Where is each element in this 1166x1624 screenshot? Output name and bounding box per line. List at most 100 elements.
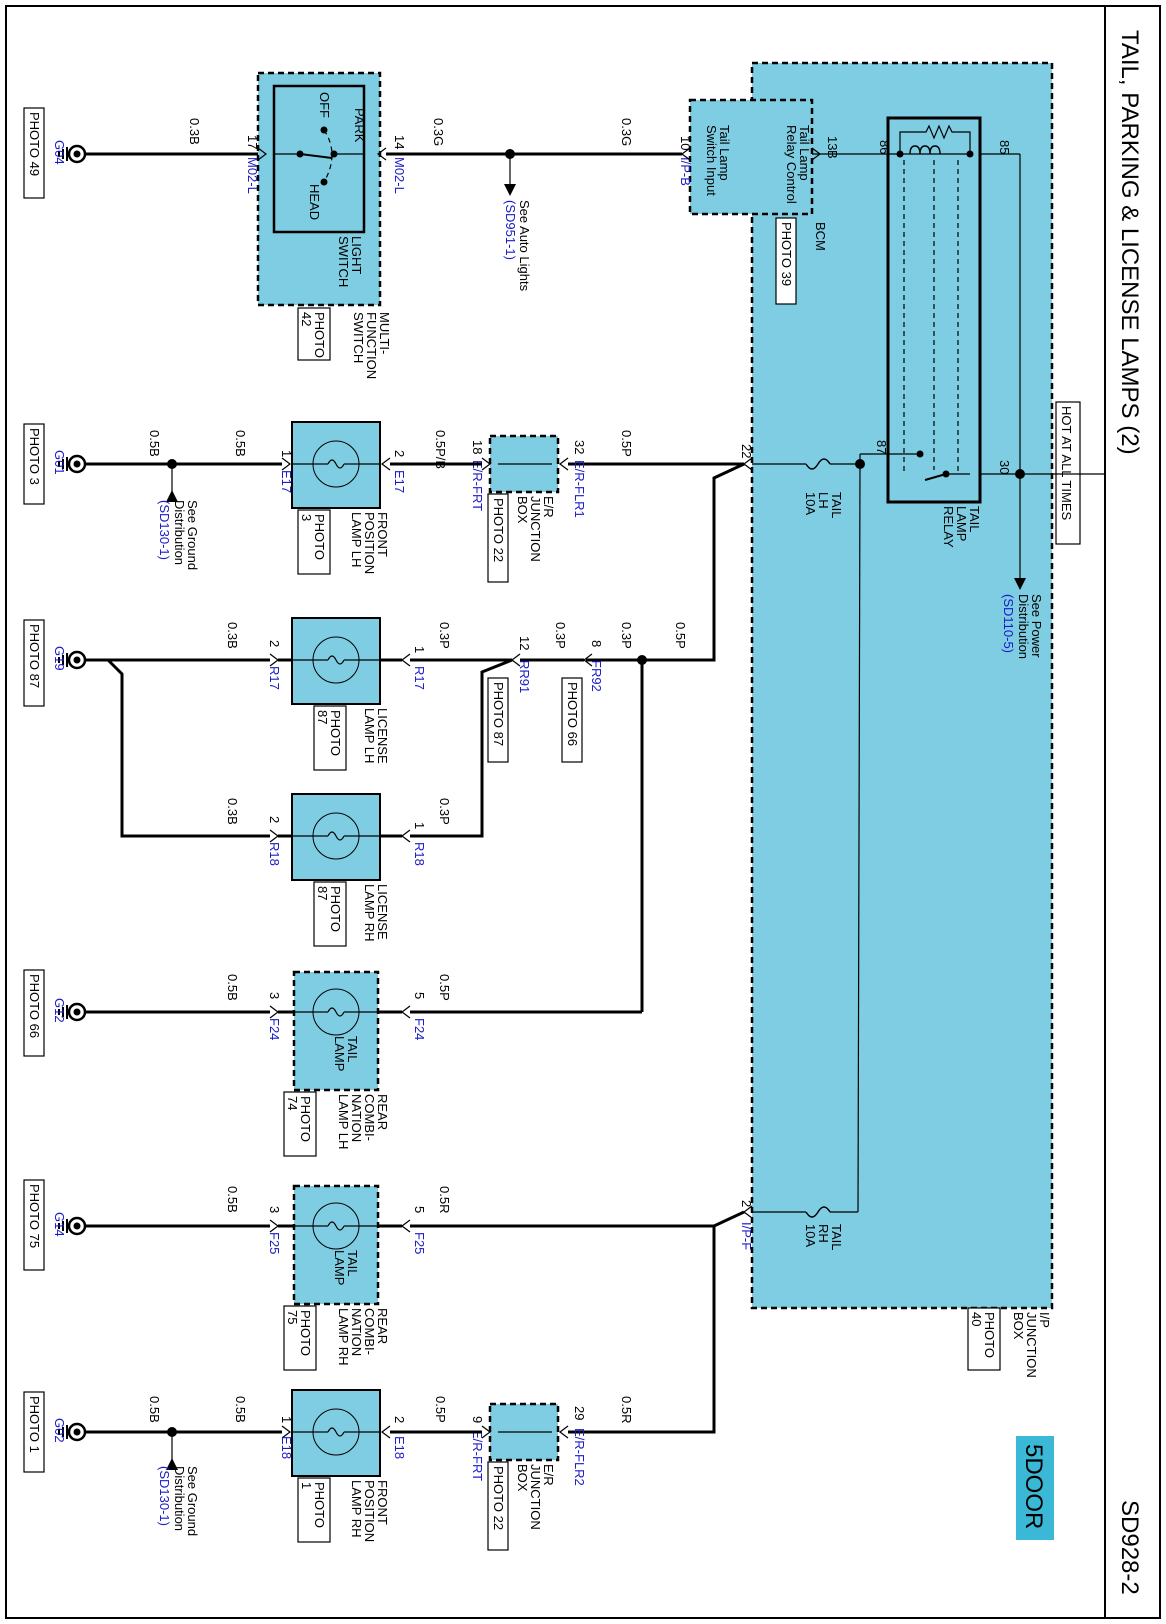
svg-text:E18: E18 (392, 1436, 407, 1459)
svg-text:R18: R18 (412, 842, 427, 866)
svg-text:BCM: BCM (813, 222, 828, 251)
bcm-module (688, 98, 814, 216)
svg-text:2: 2 (739, 1200, 754, 1207)
wire-label: 0.5B (225, 1186, 240, 1213)
svg-text:See Power: See Power (1029, 594, 1044, 658)
svg-text:BOX: BOX (515, 496, 530, 524)
light-switch-label: LIGHT SWITCH MULTI- FUNCTION SWITCH PHOT… (245, 135, 407, 379)
svg-text:8: 8 (589, 640, 604, 647)
svg-text:I/P: I/P (1037, 1312, 1052, 1328)
ground-ref-2: See Ground Distribution (SD130-1) (157, 1466, 200, 1536)
svg-text:E17: E17 (279, 470, 294, 493)
svg-text:(SD110-5): (SD110-5) (1001, 594, 1016, 653)
svg-text:LAMP RH: LAMP RH (362, 884, 377, 942)
ground-g12: G12 PHOTO 66 (23, 969, 67, 1057)
svg-text:E/R: E/R (541, 1464, 556, 1486)
svg-text:LAMP LH: LAMP LH (349, 512, 364, 567)
svg-text:TAIL: TAIL (345, 1250, 360, 1277)
variant-badge: 5DOOR (1016, 1436, 1054, 1540)
relay-label: TAIL LAMP RELAY 86 85 87 30 (874, 140, 1012, 548)
wire-label: 0.5P (619, 430, 634, 457)
svg-text:LAMP RH: LAMP RH (349, 1480, 364, 1538)
svg-text:3: 3 (267, 1206, 282, 1213)
svg-text:OFF: OFF (317, 92, 332, 118)
svg-text:PHOTO 22: PHOTO 22 (491, 1466, 506, 1530)
svg-text:MULTI-: MULTI- (377, 312, 392, 354)
wire-label: 0.5B (233, 430, 248, 457)
svg-text:74: 74 (285, 1096, 300, 1110)
wire-label: 0.5P/B (433, 430, 448, 469)
svg-text:Switch Input: Switch Input (704, 125, 719, 196)
svg-text:1: 1 (299, 1482, 314, 1489)
rear-combination-lamp-lh (292, 970, 380, 1092)
wire-label: 0.3P (553, 622, 568, 649)
svg-text:G02: G02 (52, 1418, 67, 1443)
svg-text:HOT AT ALL TIMES: HOT AT ALL TIMES (1059, 406, 1074, 520)
svg-text:NATION: NATION (349, 1308, 364, 1356)
svg-text:F24: F24 (267, 1018, 282, 1040)
rear-combination-lamp-lh-label: TAIL LAMP 5 F24 3 F24 REAR COMBI- NATION… (267, 992, 427, 1157)
svg-text:TAIL: TAIL (829, 1224, 844, 1251)
front-position-lamp-lh-label: 2 E17 1 E17 FRONT POSITION LAMP LH PHOTO… (279, 450, 407, 575)
svg-text:5: 5 (412, 1206, 427, 1213)
wire-label: 0.3P (437, 798, 452, 825)
svg-text:TAIL: TAIL (967, 506, 982, 533)
svg-text:87: 87 (315, 886, 330, 900)
light-switch (272, 84, 366, 234)
svg-text:PHOTO: PHOTO (298, 1310, 313, 1356)
svg-text:PHOTO: PHOTO (312, 514, 327, 560)
svg-text:COMBI-: COMBI- (362, 1308, 377, 1355)
svg-text:E/R-FLR2: E/R-FLR2 (572, 1428, 587, 1486)
svg-text:5: 5 (412, 992, 427, 999)
svg-text:RR91: RR91 (517, 660, 532, 693)
svg-text:(SD130-1): (SD130-1) (157, 1466, 172, 1526)
wire-label: 0.5P (437, 974, 452, 1001)
svg-text:PARK: PARK (352, 108, 367, 143)
svg-text:LIGHT: LIGHT (349, 236, 364, 274)
svg-text:R17: R17 (412, 666, 427, 690)
svg-text:42: 42 (299, 312, 314, 326)
ground-g04: G04 PHOTO 49 (23, 107, 67, 199)
svg-text:PHOTO 66: PHOTO 66 (27, 974, 42, 1038)
svg-text:See Ground: See Ground (185, 500, 200, 570)
er-junction-box-2-label: 29 E/R-FLR2 9 E/R-FRT E/R JUNCTION BOX P… (470, 1406, 587, 1551)
svg-text:LAMP RH: LAMP RH (336, 1308, 351, 1366)
svg-text:40: 40 (969, 1312, 984, 1326)
svg-text:13: 13 (825, 136, 840, 150)
svg-text:Distribution: Distribution (172, 500, 187, 565)
svg-text:PHOTO 75: PHOTO 75 (27, 1184, 42, 1248)
svg-text:G01: G01 (52, 450, 67, 475)
svg-text:LAMP LH: LAMP LH (336, 1094, 351, 1149)
wire-label: 0.5B (147, 1396, 162, 1423)
svg-text:NATION: NATION (349, 1094, 364, 1142)
svg-text:RELAY: RELAY (941, 506, 956, 548)
svg-text:1: 1 (412, 646, 427, 653)
svg-text:10: 10 (678, 136, 693, 150)
auto-lights-ref: See Auto Lights (SD951-1) (503, 200, 532, 292)
svg-text:2: 2 (392, 1416, 407, 1423)
front-position-lamp-rh (291, 1389, 381, 1477)
svg-text:REAR: REAR (375, 1308, 390, 1344)
power-ref-label: See Power Distribution (SD110-5) (1001, 594, 1044, 659)
rear-combination-lamp-rh (292, 1184, 380, 1306)
wire-label: 0.5B (225, 974, 240, 1001)
svg-text:FRONT: FRONT (375, 512, 390, 557)
wire-label: 0.5P (433, 1396, 448, 1423)
svg-text:18: 18 (470, 440, 485, 454)
svg-text:G12: G12 (52, 998, 67, 1023)
svg-text:12: 12 (517, 636, 532, 650)
ip-junction-box-label: I/P JUNCTION BOX PHOTO 40 (967, 1307, 1052, 1378)
svg-text:2: 2 (392, 450, 407, 457)
svg-text:PHOTO 49: PHOTO 49 (27, 112, 42, 176)
svg-text:See Ground: See Ground (185, 1466, 200, 1536)
svg-text:PHOTO: PHOTO (328, 886, 343, 932)
svg-text:86: 86 (877, 140, 892, 154)
svg-text:PHOTO: PHOTO (982, 1312, 997, 1358)
svg-text:87: 87 (315, 710, 330, 724)
svg-text:TAIL: TAIL (829, 492, 844, 519)
wire-label: 0.5B (233, 1396, 248, 1423)
connector-fr92: 8 FR92 PHOTO 66 (561, 640, 604, 763)
svg-text:E/R: E/R (541, 496, 556, 518)
svg-text:FUNCTION: FUNCTION (364, 312, 379, 379)
svg-text:LAMP LH: LAMP LH (362, 708, 377, 763)
